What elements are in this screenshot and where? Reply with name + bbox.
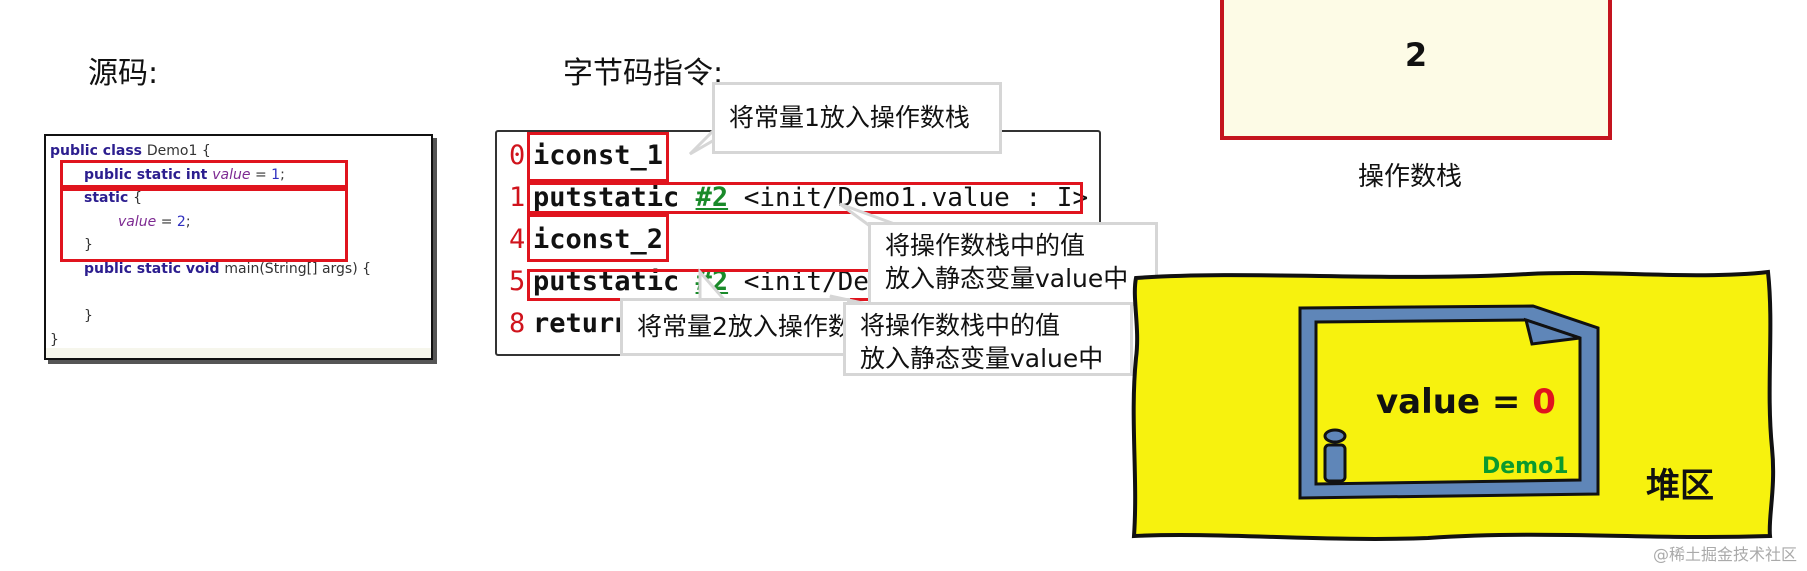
class-name-label: Demo1 [1482,454,1569,479]
stack-top-value: 2 [1224,36,1608,74]
info-i-icon [1325,430,1345,481]
watermark: @稀土掘金技术社区 [1653,541,1797,565]
callout-store-value-1: 将操作数栈中的值放入静态变量value中 [868,222,1158,306]
callout-push-const-2: 将常量2放入操作数栈 [620,298,850,356]
callout-push-const-1: 将常量1放入操作数栈 [712,82,1002,154]
heap-label: 堆区 [1646,458,1714,507]
operand-stack-label: 操作数栈 [1358,156,1462,193]
callout-store-value-2: 将操作数栈中的值放入静态变量value中 [843,302,1133,376]
operand-stack: 2 [1220,0,1612,140]
static-field-value: value = 0 [1376,382,1556,422]
